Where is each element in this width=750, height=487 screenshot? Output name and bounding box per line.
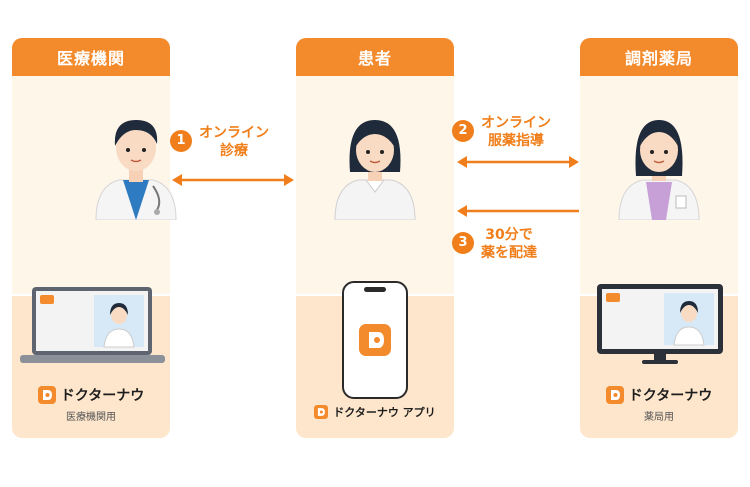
clinic-card: 医療機関	[12, 38, 170, 438]
step-1-number: 1	[170, 130, 192, 152]
pharmacist-illustration	[618, 120, 700, 220]
clinic-brand: ドクターナウ	[12, 385, 170, 405]
step-3-line2: 薬を配達	[481, 245, 537, 261]
doctornow-logo-icon	[37, 386, 56, 404]
clinic-brand-sub: 医療機関用	[66, 412, 116, 423]
patient-brand: ドクターナウ アプリ	[296, 404, 454, 420]
pharmacy-brand: ドクターナウ	[580, 385, 738, 405]
pharmacy-brand-sub: 薬局用	[644, 412, 674, 423]
patient-card: 患者	[296, 38, 454, 438]
doctornow-logo-icon	[605, 386, 624, 404]
step-3: 3 30分で 薬を配達	[452, 226, 537, 262]
pharmacy-title: 調剤薬局	[580, 38, 738, 76]
step-3-line1: 30分で	[485, 227, 533, 243]
phone-device	[342, 281, 408, 399]
double-arrow-icon	[457, 156, 579, 168]
laptop-device	[20, 287, 165, 363]
step-2-line2: 服薬指導	[488, 133, 544, 149]
monitor-device	[597, 284, 723, 364]
doctornow-logo-icon	[314, 405, 329, 419]
double-arrow-icon	[172, 174, 294, 186]
step-1-line2: 診療	[220, 143, 248, 159]
step-1-line1: オンライン	[199, 125, 269, 141]
patient-illustration	[334, 120, 416, 220]
step-1: 1 オンライン 診療	[170, 124, 269, 160]
patient-brand-name: ドクターナウ アプリ	[333, 406, 436, 419]
clinic-title: 医療機関	[12, 38, 170, 76]
step-3-number: 3	[452, 232, 474, 254]
step-2-number: 2	[452, 120, 474, 142]
step-2: 2 オンライン 服薬指導	[452, 114, 551, 150]
pharmacy-brand-name: ドクターナウ	[628, 388, 713, 404]
pharmacy-card: 調剤薬局	[580, 38, 738, 438]
doctor-illustration	[95, 120, 177, 220]
clinic-brand-name: ドクターナウ	[60, 388, 145, 404]
step-2-line1: オンライン	[481, 115, 551, 131]
left-arrow-icon	[457, 205, 579, 217]
patient-title: 患者	[296, 38, 454, 76]
